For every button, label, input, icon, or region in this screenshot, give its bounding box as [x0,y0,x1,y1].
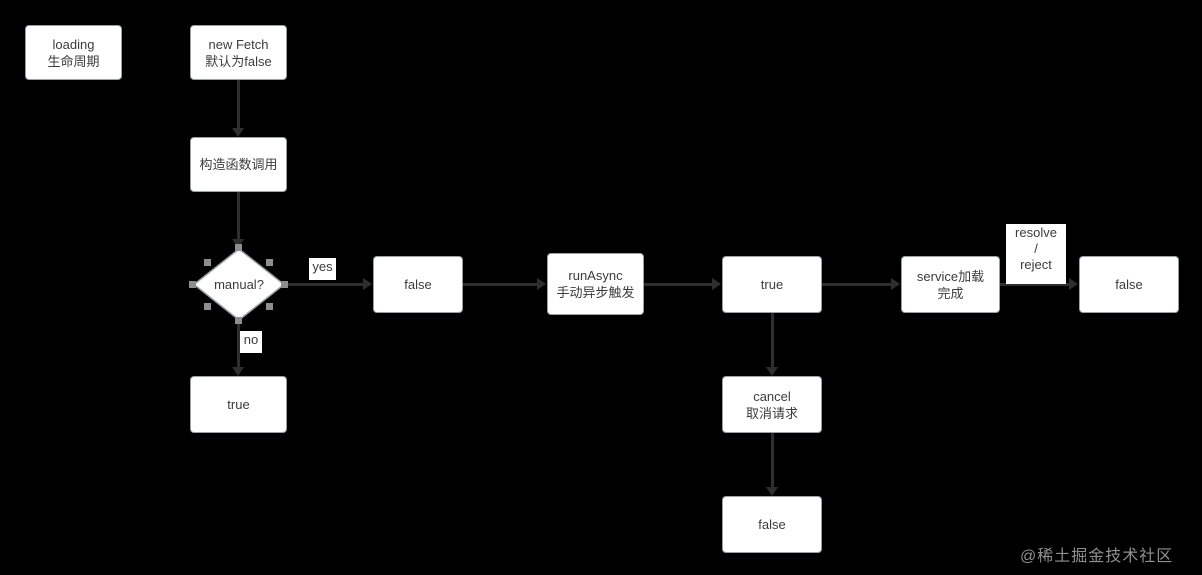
selection-handle-bottomright[interactable] [266,303,273,310]
selection-handle-top[interactable] [235,244,242,251]
edge-label-no: no [240,331,262,353]
edge-label-resolve-reject: resolve / reject [1006,224,1066,284]
edge-true1-cancel-arrow [766,367,778,376]
edge-manual-true2 [237,321,240,367]
edge-manual-true2-arrow [232,367,244,376]
selection-handle-bottomleft[interactable] [204,303,211,310]
node-false-after-service[interactable]: false [1079,256,1179,313]
selection-handle-topleft[interactable] [204,259,211,266]
node-loading[interactable]: loading 生命周期 [25,25,122,80]
watermark: @稀土掘金技术社区 [1020,548,1174,565]
node-new-fetch[interactable]: new Fetch 默认为false [190,25,287,80]
edge-servicedone-false2 [1000,283,1070,286]
selection-handle-topright[interactable] [266,259,273,266]
edge-true1-servicedone [822,283,892,286]
node-service-loaded[interactable]: service加载 完成 [901,256,1000,313]
node-cancel-request[interactable]: cancel 取消请求 [722,376,822,433]
edge-runasync-true1-arrow [712,278,721,290]
edge-constructor-manual [237,192,240,239]
node-manual-decision[interactable]: manual? [189,244,288,324]
edge-runasync-true1 [644,283,713,286]
edge-newfetch-constructor [237,80,240,128]
edge-newfetch-constructor-arrow [232,128,244,137]
node-false-after-cancel[interactable]: false [722,496,822,553]
edge-label-yes: yes [309,258,336,280]
node-false-after-manual[interactable]: false [373,256,463,313]
node-run-async[interactable]: runAsync 手动异步触发 [547,253,644,315]
selection-handle-bottom[interactable] [235,317,242,324]
node-true-loading[interactable]: true [722,256,822,313]
selection-handle-right[interactable] [281,281,288,288]
edge-manual-false1-arrow [363,278,372,290]
edge-cancel-false3-arrow [766,487,778,496]
selection-handle-left[interactable] [189,281,196,288]
edge-true1-servicedone-arrow [891,278,900,290]
edge-cancel-false3 [771,433,774,487]
edge-false1-runasync-arrow [537,278,546,290]
edge-constructor-manual-arrow [232,239,244,248]
node-true-no-branch[interactable]: true [190,376,287,433]
node-constructor-call[interactable]: 构造函数调用 [190,137,287,192]
edge-servicedone-false2-arrow [1069,278,1078,290]
edge-manual-false1 [287,283,364,286]
edge-false1-runasync [463,283,538,286]
edge-true1-cancel [771,313,774,367]
